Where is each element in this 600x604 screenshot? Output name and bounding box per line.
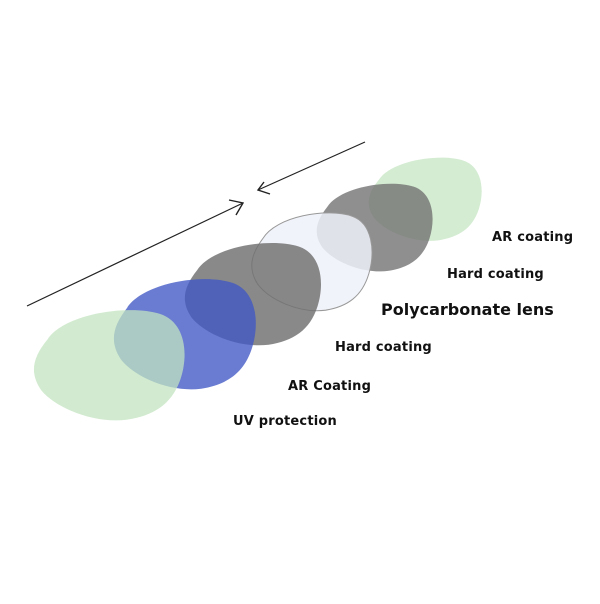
label-ar-coating-front: AR Coating xyxy=(288,379,372,394)
arrowhead-back-icon xyxy=(256,181,271,195)
label-ar-coating-back: AR coating xyxy=(492,230,574,245)
arrowhead-forward-icon xyxy=(228,199,245,216)
arrow-line-upper xyxy=(257,141,366,191)
label-uv-protection: UV protection xyxy=(233,414,337,429)
depth-arrows xyxy=(26,141,366,307)
label-hard-coating-back: Hard coating xyxy=(447,267,544,282)
label-polycarbonate-lens: Polycarbonate lens xyxy=(381,300,554,319)
arrow-line-lower xyxy=(26,202,244,307)
label-hard-coating-front: Hard coating xyxy=(335,340,432,355)
lens-uv-protection xyxy=(33,310,185,421)
lens-layer-1 xyxy=(33,310,185,421)
